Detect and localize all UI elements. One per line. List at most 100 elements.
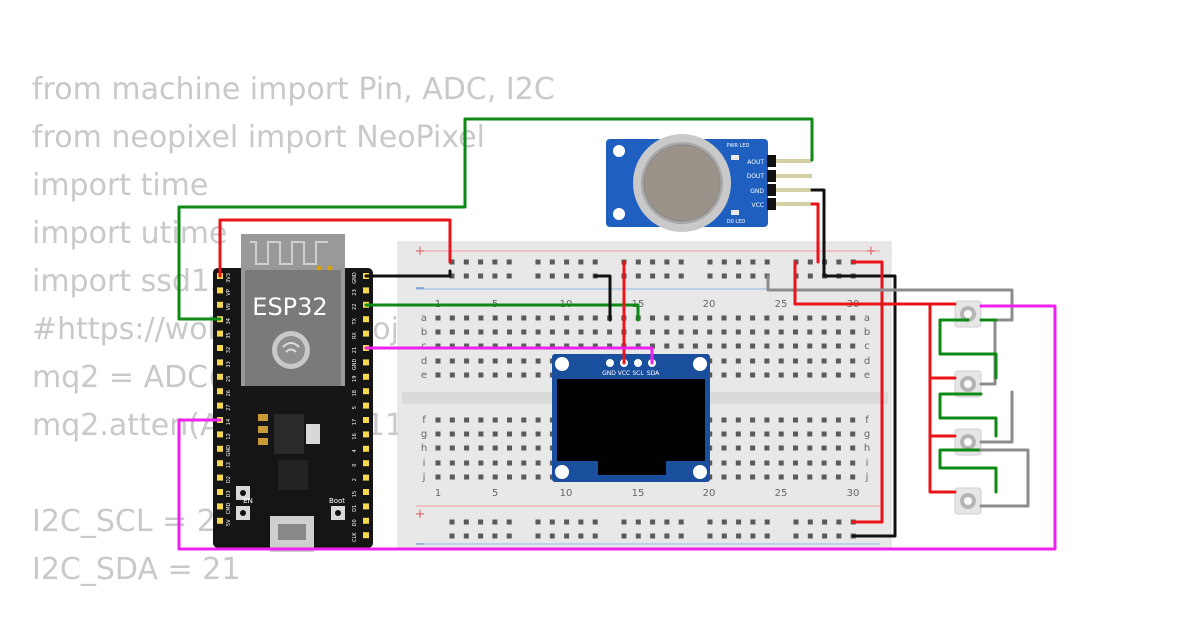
breadboard-hole[interactable] xyxy=(721,445,727,451)
breadboard-hole[interactable] xyxy=(807,329,813,335)
rail-hole[interactable] xyxy=(535,533,541,539)
rail-hole[interactable] xyxy=(578,273,584,279)
rail-hole[interactable] xyxy=(535,519,541,525)
breadboard-hole[interactable] xyxy=(850,358,856,364)
esp32-pin[interactable] xyxy=(217,373,223,380)
esp32-pin[interactable] xyxy=(217,474,223,481)
breadboard-hole[interactable] xyxy=(750,329,756,335)
rail-hole[interactable] xyxy=(750,519,756,525)
breadboard-hole[interactable] xyxy=(507,343,512,349)
rail-hole[interactable] xyxy=(492,259,498,265)
rail-hole[interactable] xyxy=(764,519,770,525)
rail-hole[interactable] xyxy=(592,259,598,265)
breadboard-hole[interactable] xyxy=(492,343,498,349)
wire-green-aout[interactable] xyxy=(177,117,814,321)
breadboard-hole[interactable] xyxy=(850,329,856,335)
breadboard-hole[interactable] xyxy=(850,315,856,321)
breadboard-hole[interactable] xyxy=(807,372,813,378)
breadboard-hole[interactable] xyxy=(750,445,756,451)
breadboard-hole[interactable] xyxy=(778,329,784,335)
breadboard-hole[interactable] xyxy=(850,445,856,451)
breadboard-hole[interactable] xyxy=(750,431,756,437)
breadboard-hole[interactable] xyxy=(835,329,841,335)
rail-hole[interactable] xyxy=(578,259,584,265)
rail-hole[interactable] xyxy=(592,533,598,539)
breadboard-hole[interactable] xyxy=(764,445,770,451)
breadboard-hole[interactable] xyxy=(750,460,756,466)
esp32-pin[interactable] xyxy=(217,517,223,524)
rail-hole[interactable] xyxy=(506,533,512,539)
neopixel-4[interactable] xyxy=(954,487,982,515)
breadboard-hole[interactable] xyxy=(464,372,470,378)
rail-hole[interactable] xyxy=(707,273,713,279)
rail-hole[interactable] xyxy=(463,259,469,265)
wire-green-neo-3[interactable] xyxy=(938,448,998,494)
breadboard-hole[interactable] xyxy=(835,474,841,480)
wire-green-neo-1[interactable] xyxy=(938,318,998,380)
breadboard-hole[interactable] xyxy=(735,358,741,364)
wire-green-neo-2[interactable] xyxy=(938,392,998,438)
breadboard-hole[interactable] xyxy=(807,417,813,423)
rail-hole[interactable] xyxy=(478,273,484,279)
breadboard-hole[interactable] xyxy=(435,474,441,480)
breadboard-hole[interactable] xyxy=(793,417,798,423)
rail-hole[interactable] xyxy=(449,273,455,279)
breadboard-hole[interactable] xyxy=(521,315,527,321)
breadboard-hole[interactable] xyxy=(464,445,470,451)
breadboard-hole[interactable] xyxy=(721,343,727,349)
breadboard-hole[interactable] xyxy=(778,358,784,364)
breadboard-hole[interactable] xyxy=(535,358,541,364)
rail-hole[interactable] xyxy=(564,259,570,265)
esp32-pin[interactable] xyxy=(217,460,223,467)
rail-hole[interactable] xyxy=(506,519,512,525)
breadboard-hole[interactable] xyxy=(435,315,441,321)
breadboard-hole[interactable] xyxy=(835,417,841,423)
breadboard-hole[interactable] xyxy=(764,358,770,364)
breadboard-hole[interactable] xyxy=(535,372,541,378)
rail-hole[interactable] xyxy=(807,273,813,279)
rail-hole[interactable] xyxy=(807,519,813,525)
breadboard-hole[interactable] xyxy=(778,372,784,378)
breadboard-hole[interactable] xyxy=(678,315,684,321)
breadboard-hole[interactable] xyxy=(492,474,498,480)
breadboard-hole[interactable] xyxy=(449,474,455,480)
breadboard-hole[interactable] xyxy=(521,358,527,364)
breadboard-hole[interactable] xyxy=(507,315,512,321)
breadboard-hole[interactable] xyxy=(549,315,555,321)
rail-hole[interactable] xyxy=(635,259,641,265)
breadboard-hole[interactable] xyxy=(821,460,827,466)
breadboard-hole[interactable] xyxy=(549,343,555,349)
rail-hole[interactable] xyxy=(463,273,469,279)
breadboard-hole[interactable] xyxy=(592,329,598,335)
rail-hole[interactable] xyxy=(836,259,842,265)
breadboard-hole[interactable] xyxy=(564,315,570,321)
breadboard-hole[interactable] xyxy=(478,445,484,451)
breadboard-hole[interactable] xyxy=(464,343,470,349)
rail-hole[interactable] xyxy=(707,519,713,525)
rail-hole[interactable] xyxy=(793,533,799,539)
breadboard-hole[interactable] xyxy=(535,329,541,335)
rail-hole[interactable] xyxy=(506,259,512,265)
breadboard-hole[interactable] xyxy=(721,474,727,480)
oled-display[interactable]: GND VCC SCL SDA xyxy=(552,354,710,482)
rail-hole[interactable] xyxy=(736,259,742,265)
breadboard-hole[interactable] xyxy=(707,315,713,321)
esp32-pin[interactable] xyxy=(217,345,223,351)
breadboard-hole[interactable] xyxy=(650,343,655,349)
breadboard-hole[interactable] xyxy=(821,445,827,451)
rail-hole[interactable] xyxy=(664,273,670,279)
breadboard-hole[interactable] xyxy=(535,417,541,423)
breadboard-hole[interactable] xyxy=(735,474,741,480)
breadboard-hole[interactable] xyxy=(464,460,470,466)
rail-hole[interactable] xyxy=(807,259,813,265)
breadboard-hole[interactable] xyxy=(464,417,470,423)
breadboard-hole[interactable] xyxy=(492,329,498,335)
rail-hole[interactable] xyxy=(822,519,828,525)
breadboard-hole[interactable] xyxy=(807,431,813,437)
breadboard-hole[interactable] xyxy=(750,474,756,480)
breadboard-hole[interactable] xyxy=(435,445,441,451)
rail-hole[interactable] xyxy=(549,533,555,539)
breadboard-hole[interactable] xyxy=(721,358,727,364)
breadboard-hole[interactable] xyxy=(492,460,498,466)
esp32-pin[interactable] xyxy=(217,445,223,452)
